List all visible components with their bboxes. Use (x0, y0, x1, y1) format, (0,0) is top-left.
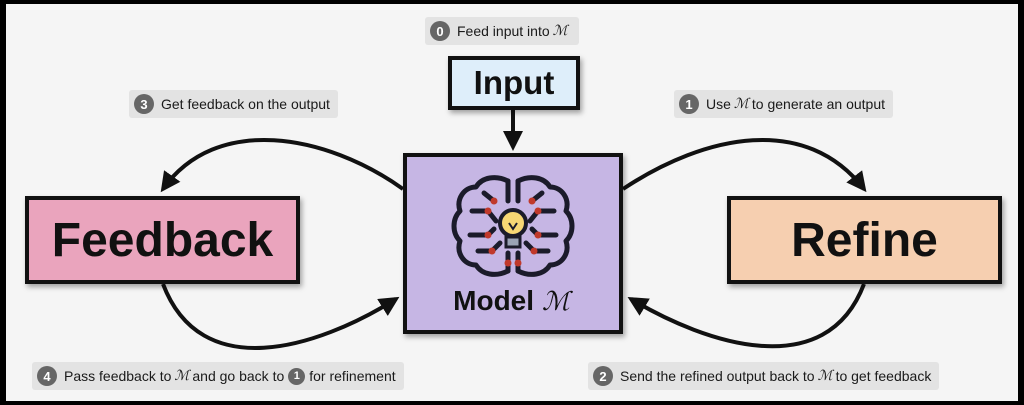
model-symbol: ℳ (542, 287, 570, 317)
arrow-refine-to-model (627, 283, 866, 349)
step-2-label: 2 Send the refined output back to ℳ to g… (588, 362, 940, 390)
step-4-label: 4 Pass feedback to ℳ and go back to 1 fo… (32, 362, 404, 390)
step-4-text-before: Pass feedback to (64, 368, 172, 384)
step-1-label: 1 Use ℳ to generate an output (674, 90, 893, 118)
model-symbol: ℳ (733, 96, 749, 112)
step-4-badge: 4 (37, 366, 57, 386)
step-0-label: 0 Feed input into ℳ (425, 17, 579, 45)
step-0-text: Feed input into (457, 23, 550, 39)
step-1-text-after: to generate an output (751, 96, 885, 112)
step-1-ref-badge: 1 (288, 367, 306, 385)
input-label: Input (473, 64, 555, 101)
step-2-text-after: to get feedback (835, 368, 932, 384)
arrow-model-to-feedback (160, 138, 405, 193)
step-2-text-before: Send the refined output back to (620, 368, 815, 384)
feedback-box: Feedback (25, 196, 300, 284)
model-symbol: ℳ (817, 368, 833, 384)
step-3-label: 3 Get feedback on the output (129, 90, 338, 118)
step-2-badge: 2 (593, 366, 613, 386)
step-1-text-before: Use (706, 96, 731, 112)
model-symbol: ℳ (552, 23, 568, 39)
refine-box: Refine (727, 196, 1002, 284)
step-4-text-middle: and go back to (192, 368, 285, 384)
step-1-badge: 1 (679, 94, 699, 114)
arrow-model-to-refine (621, 138, 867, 193)
refine-label: Refine (791, 213, 938, 267)
feedback-label: Feedback (51, 213, 274, 267)
diagram-canvas: 0 Feed input into ℳ 1 Use ℳ to generate … (6, 4, 1018, 401)
model-symbol: ℳ (174, 368, 190, 384)
step-4-text-after: for refinement (309, 368, 396, 384)
model-label-text: Model (453, 285, 535, 316)
flow-arrows (160, 110, 867, 350)
input-box: Input (448, 56, 580, 110)
arrow-feedback-to-model (161, 283, 400, 350)
step-3-text: Get feedback on the output (161, 96, 330, 112)
step-0-badge: 0 (430, 21, 450, 41)
brain-lightbulb-circuit-icon (451, 175, 575, 277)
model-label: Model ℳ (453, 285, 573, 317)
model-box: Model ℳ (403, 153, 623, 334)
step-3-badge: 3 (134, 94, 154, 114)
